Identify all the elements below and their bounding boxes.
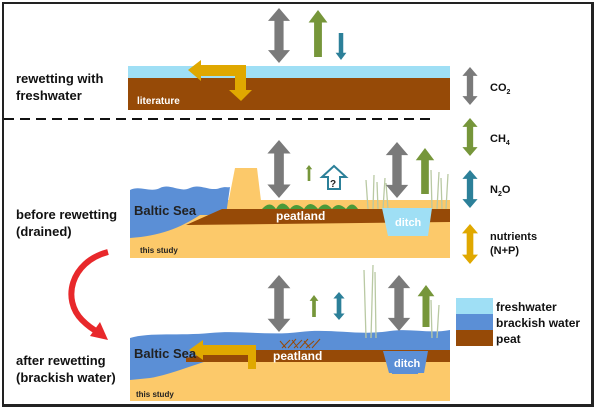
- peat-legend-label: peat: [496, 332, 521, 346]
- scene-top: rewetting with freshwater literature: [16, 8, 450, 110]
- nutrients-sublabel: (N+P): [490, 245, 519, 257]
- scene-top-label-line2: freshwater: [16, 88, 82, 103]
- freshwater-layer: [128, 66, 450, 78]
- peatland-grass: [262, 203, 358, 209]
- reeds: [365, 169, 449, 210]
- n2o-suffix: O: [502, 184, 511, 196]
- transition-arrow: [68, 249, 109, 340]
- n2o-subscript: 2: [498, 191, 502, 198]
- brackish-water-legend-label: brackish water: [496, 316, 580, 330]
- ch4-arrow-icon: [462, 118, 478, 156]
- baltic-sea-label: Baltic Sea: [134, 203, 197, 218]
- co2-flux-arrow: [267, 140, 291, 198]
- ditch: [382, 208, 432, 236]
- source-label-literature: literature: [137, 96, 180, 107]
- scene-middle-label-line2: (drained): [16, 224, 72, 239]
- legend-item-nutrients: nutrients (N+P): [462, 224, 537, 264]
- dead-vegetation: [279, 338, 321, 349]
- n2o-uptake-arrow: [335, 33, 347, 60]
- baltic-sea-label: Baltic Sea: [134, 346, 197, 361]
- scene-bottom-label-line2: (brackish water): [16, 370, 116, 385]
- scene-bottom-label-line1: after rewetting: [16, 353, 106, 368]
- peat-swatch: [456, 330, 493, 346]
- brackish-water-layer: [130, 330, 450, 380]
- n2o-arrow-icon: [462, 170, 478, 208]
- co2-subscript: 2: [507, 89, 511, 96]
- ch4-label: CH: [490, 133, 506, 145]
- scene-middle-label-line1: before rewetting: [16, 207, 117, 222]
- unknown-flux-mark: ?: [330, 179, 336, 190]
- svg-text:CO2: CO2: [490, 82, 511, 96]
- peat-layer: [128, 78, 450, 110]
- freshwater-legend-label: freshwater: [496, 300, 557, 314]
- legend-item-co2: CO2: [462, 67, 511, 105]
- scene-middle: before rewetting (drained) ditch Baltic …: [16, 140, 450, 258]
- co2-arrow-icon: [462, 67, 478, 105]
- co2-flux-arrow: [268, 8, 290, 63]
- co2-label: CO: [490, 82, 507, 94]
- source-label-this-study: this study: [136, 390, 174, 399]
- svg-text:CH4: CH4: [490, 133, 510, 147]
- co2-flux-arrow: [267, 275, 291, 332]
- svg-text:N2O: N2O: [490, 184, 511, 198]
- ch4-emission-arrow: [305, 165, 313, 181]
- scene-top-label-line1: rewetting with: [16, 71, 103, 86]
- brackish-water-swatch: [456, 314, 493, 330]
- n2o-label: N: [490, 184, 498, 196]
- co2-flux-arrow-ditch: [385, 142, 409, 198]
- ch4-subscript: 4: [506, 140, 510, 147]
- baltic-sea-water: [130, 186, 230, 238]
- dike: [227, 168, 262, 209]
- legend-item-ch4: CH4: [462, 118, 510, 156]
- ch4-emission-arrow: [309, 295, 319, 317]
- nutrient-flow-arrow: [188, 60, 252, 101]
- nutrient-flow-arrow: [189, 340, 256, 369]
- ditch: [383, 351, 428, 373]
- reeds: [363, 264, 440, 339]
- peatland-label: peatland: [276, 209, 325, 223]
- ch4-emission-arrow: [308, 10, 328, 57]
- nutrients-arrow-icon: [462, 224, 478, 264]
- co2-flux-arrow-ditch: [387, 275, 411, 331]
- freshwater-swatch: [456, 298, 493, 314]
- n2o-unknown-flux: ?: [319, 164, 349, 190]
- legend-layers: freshwater brackish water peat: [456, 298, 580, 346]
- ditch-label: ditch: [394, 358, 421, 370]
- n2o-flux-arrow: [333, 292, 345, 320]
- nutrients-label: nutrients: [490, 231, 537, 243]
- source-label-this-study: this study: [140, 246, 178, 255]
- scene-bottom: after rewetting (brackish water) Baltic …: [16, 264, 450, 401]
- legend-item-n2o: N2O: [462, 170, 511, 208]
- legend-fluxes: CO2 CH4 N2O nutrients (N+P): [462, 67, 537, 264]
- ditch-label: ditch: [395, 217, 422, 229]
- peatland-label: peatland: [273, 349, 322, 363]
